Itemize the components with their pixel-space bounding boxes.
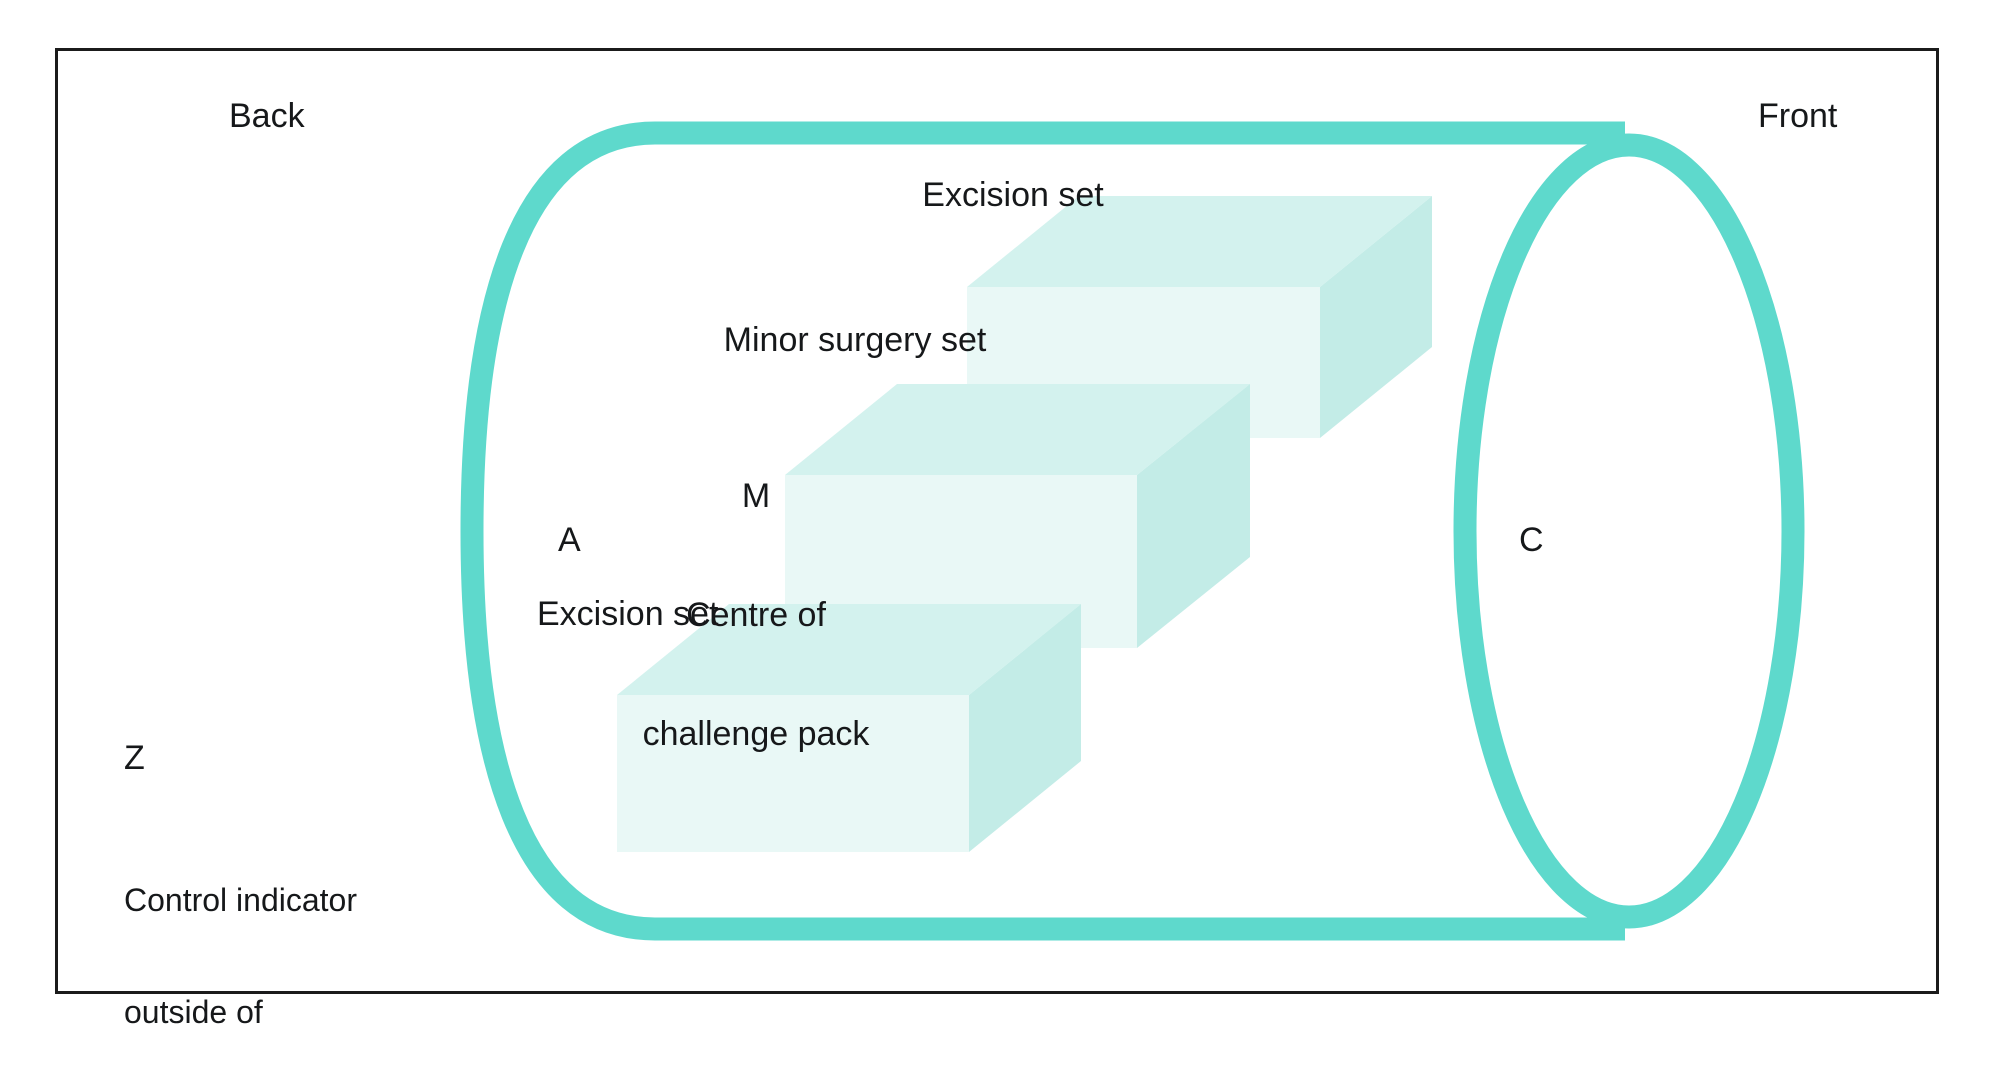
pack-top-side-face — [1320, 196, 1432, 438]
chamber-back-arc — [460, 121, 656, 941]
pack-bottom-side-face — [969, 604, 1081, 852]
pack-middle-side-face — [1137, 384, 1250, 648]
pack-top-label: Excision set — [922, 176, 1104, 214]
note-control-indicator: Control indicator outside of chamber — [124, 807, 357, 1078]
chamber-front-opening — [1453, 133, 1805, 929]
pack-bottom-front-face — [617, 695, 969, 852]
pack-middle-top-label: Minor surgery set — [723, 321, 987, 359]
pack-bottom-label: Excision set — [537, 595, 719, 633]
pack-middle-centre-line-2: Centre of — [686, 595, 826, 634]
label-front: Front — [1758, 97, 1838, 135]
pack-bottom-top-face — [617, 604, 1081, 695]
label-position-a: A — [558, 521, 581, 559]
note-line-1: Control indicator — [124, 881, 357, 918]
pack-middle-centre-line-3: challenge pack — [642, 715, 870, 754]
label-position-z: Z — [124, 739, 145, 777]
note-line-2: outside of — [124, 994, 263, 1031]
pack-middle-centre-line-1: M — [741, 476, 771, 515]
label-position-c: C — [1519, 521, 1544, 559]
pack-top-top-face — [967, 196, 1432, 287]
chamber-cylinder — [460, 121, 1805, 941]
pack-middle-top-face — [785, 384, 1250, 475]
pack-middle-front-label: M Centre of challenge pack — [561, 397, 951, 834]
pack-bottom-excision-set — [617, 604, 1081, 852]
label-back: Back — [229, 97, 305, 135]
